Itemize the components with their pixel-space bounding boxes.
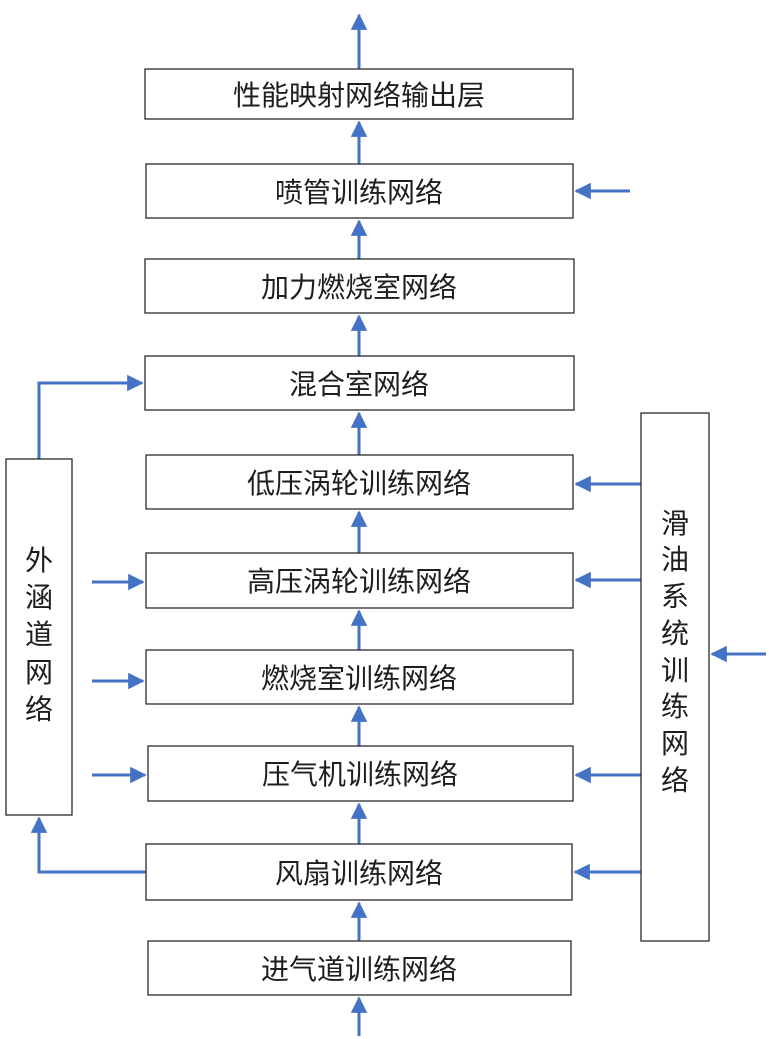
arrow-bypass-to-mixer — [37, 374, 144, 459]
node-label: 燃烧室训练网络 — [261, 662, 457, 695]
node-label-char: 络 — [25, 693, 53, 726]
node-fan[interactable]: 风扇训练网络 — [145, 843, 573, 901]
node-label-char: 外 — [25, 544, 53, 577]
node-label: 加力燃烧室网络 — [261, 271, 457, 304]
bypass-arrows — [30, 374, 147, 874]
node-afterburner[interactable]: 加力燃烧室网络 — [144, 258, 575, 314]
node-label-char: 系 — [661, 580, 689, 613]
node-inlet[interactable]: 进气道训练网络 — [147, 940, 572, 996]
node-label-char: 训 — [661, 654, 689, 687]
node-hpt[interactable]: 高压涡轮训练网络 — [145, 552, 574, 609]
node-label-char: 网 — [25, 656, 53, 689]
arrow-fan-to-bypass — [30, 816, 146, 874]
node-nozzle[interactable]: 喷管训练网络 — [145, 163, 574, 219]
node-label: 性能映射网络输出层 — [233, 79, 485, 112]
node-label-char: 网 — [661, 727, 689, 760]
node-lube[interactable]: 滑 油 系 统 训 练 网 络 — [640, 412, 710, 942]
node-label: 喷管训练网络 — [275, 176, 443, 209]
node-bypass[interactable]: 外 涵 道 网 络 — [5, 458, 73, 816]
node-label-char: 涵 — [25, 581, 53, 614]
node-label: 风扇训练网络 — [275, 857, 443, 890]
node-label-char: 滑 — [661, 507, 689, 540]
node-label: 低压涡轮训练网络 — [247, 467, 471, 500]
node-combustor[interactable]: 燃烧室训练网络 — [145, 649, 574, 705]
node-label: 进气道训练网络 — [261, 953, 457, 986]
node-output[interactable]: 性能映射网络输出层 — [144, 68, 574, 120]
node-label-char: 道 — [25, 618, 53, 651]
node-label: 混合室网络 — [289, 368, 429, 401]
lube-arrows — [573, 182, 766, 881]
node-label-char: 统 — [661, 617, 689, 650]
node-label: 高压涡轮训练网络 — [247, 565, 471, 598]
node-label-char: 油 — [661, 543, 689, 576]
node-lpt[interactable]: 低压涡轮训练网络 — [145, 454, 574, 510]
node-label-char: 练 — [661, 690, 689, 723]
node-label-char: 络 — [661, 764, 689, 797]
node-label: 压气机训练网络 — [262, 758, 458, 791]
node-mixer[interactable]: 混合室网络 — [144, 355, 575, 411]
node-compressor[interactable]: 压气机训练网络 — [147, 745, 574, 802]
